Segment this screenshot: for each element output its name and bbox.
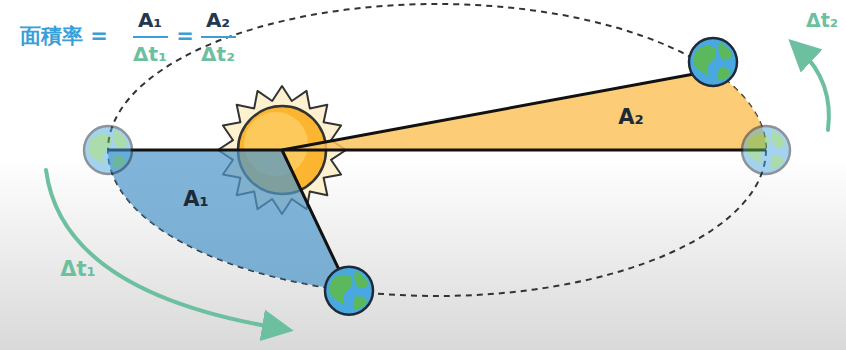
time-label: Δt₁: [60, 258, 96, 281]
motion-arrow: [46, 170, 278, 328]
formula-equals: =: [176, 25, 194, 48]
earth-land: [770, 130, 786, 168]
formula-numerator: A₂: [206, 9, 230, 31]
area-label: A₁: [183, 188, 208, 211]
earths: [84, 38, 790, 315]
earth-icon: [689, 38, 737, 86]
earth-icon: [325, 267, 373, 315]
earth-ocean: [742, 126, 790, 174]
fraction-bar: [201, 36, 236, 38]
earth-land: [353, 271, 369, 309]
earth-land: [746, 134, 769, 164]
earth-ocean: [84, 126, 132, 174]
earth-land: [112, 130, 128, 168]
earth-land: [329, 274, 352, 304]
radius-line: [282, 71, 713, 151]
time-label: Δt₂: [806, 10, 838, 31]
formula-numerator: A₁: [138, 9, 162, 31]
radius-line: [108, 149, 766, 152]
motion-arrow: [800, 50, 829, 130]
formula-label: 面積率 =: [20, 25, 108, 48]
earth-land: [88, 134, 111, 164]
formula-denominator: Δt₂: [201, 43, 235, 65]
area-sector-a2: [282, 71, 766, 151]
earth-icon: [742, 126, 790, 174]
formula-denominator: Δt₁: [133, 43, 167, 65]
fraction-bar: [133, 36, 168, 38]
orbit-ellipse: [108, 4, 766, 296]
earth-land: [693, 46, 716, 76]
area-sector-a1: [108, 150, 349, 291]
earth-ocean: [689, 38, 737, 86]
earth-ocean: [325, 267, 373, 315]
area-label: A₂: [618, 106, 643, 129]
earth-land: [717, 42, 733, 80]
earth-icon: [84, 126, 132, 174]
